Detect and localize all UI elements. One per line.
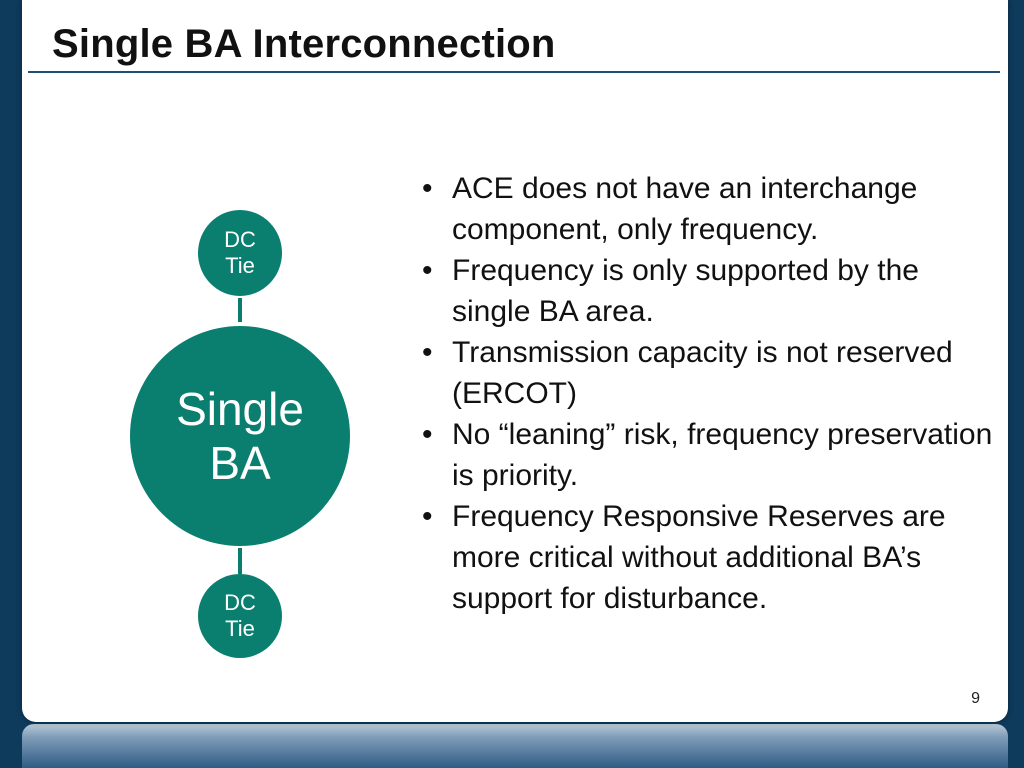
slide: Single BA Interconnection DC Tie Single …	[22, 0, 1008, 722]
connector-bottom	[238, 548, 242, 574]
connector-top	[238, 298, 242, 322]
single-ba-line1: Single	[176, 383, 304, 435]
slide-title: Single BA Interconnection	[52, 22, 556, 66]
dc-tie-top-line2: Tie	[225, 253, 255, 278]
bullet-item: ACE does not have an interchange compone…	[420, 168, 1000, 250]
bullet-list: ACE does not have an interchange compone…	[420, 168, 1000, 619]
dc-tie-bottom-line1: DC	[224, 590, 256, 615]
footer-band	[22, 724, 1008, 768]
single-ba-node: Single BA	[130, 326, 350, 546]
bullet-item: No “leaning” risk, frequency preservatio…	[420, 414, 1000, 496]
title-divider	[28, 71, 1000, 73]
single-ba-line2: BA	[209, 437, 271, 489]
bullet-item: Frequency is only supported by the singl…	[420, 250, 1000, 332]
dc-tie-node-top: DC Tie	[198, 210, 282, 296]
dc-tie-bottom-line2: Tie	[225, 616, 255, 641]
page-number: 9	[971, 690, 980, 707]
dc-tie-top-line1: DC	[224, 227, 256, 252]
dc-tie-node-bottom: DC Tie	[198, 574, 282, 658]
bullet-item: Transmission capacity is not reserved (E…	[420, 332, 1000, 414]
bullet-item: Frequency Responsive Reserves are more c…	[420, 496, 1000, 619]
